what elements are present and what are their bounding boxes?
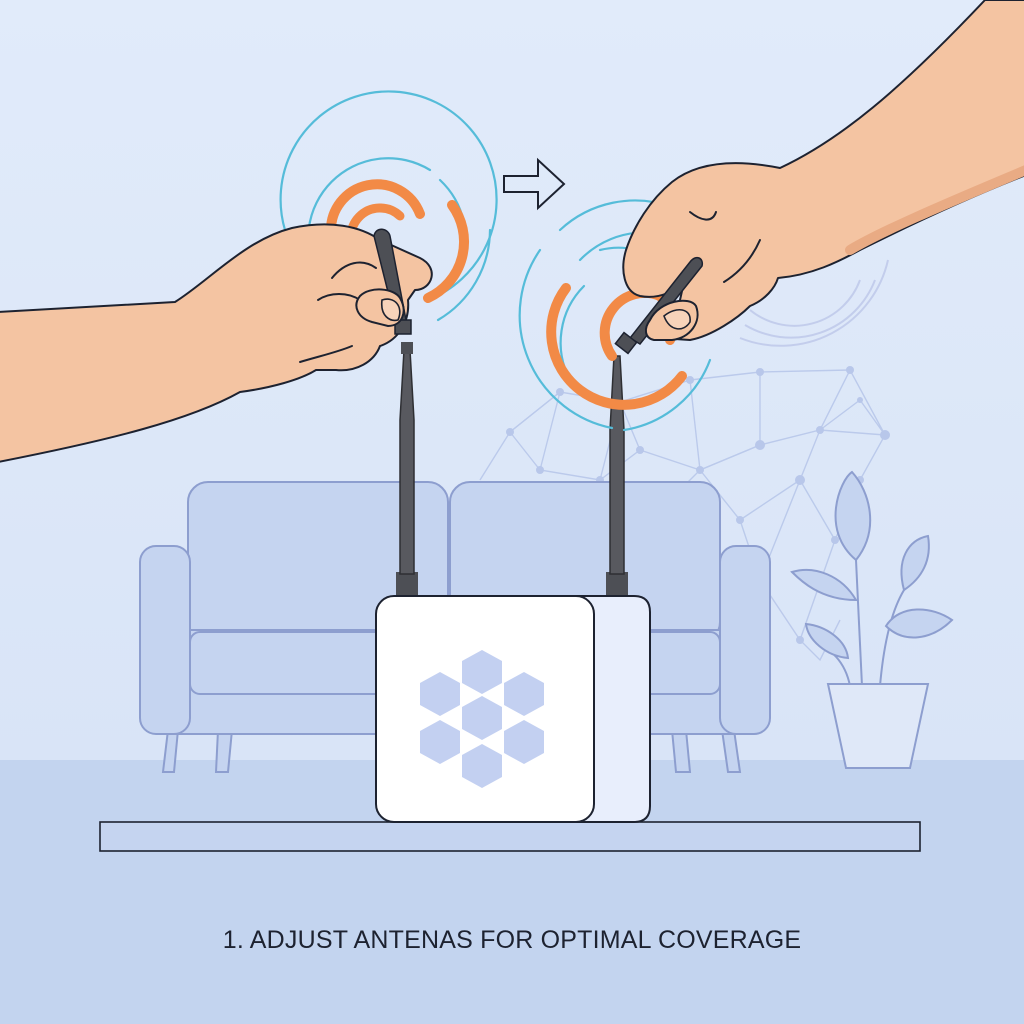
right-thumbnail [663, 309, 691, 330]
hexagon-logo-icon [420, 650, 544, 788]
step-caption: 1. ADJUST ANTENAS FOR OPTIMAL COVERAGE [222, 926, 802, 954]
router [375, 595, 651, 823]
plant-pot [826, 683, 930, 769]
sofa-leg [670, 729, 692, 773]
sofa-leg [214, 729, 234, 773]
sofa-armrest [719, 545, 771, 735]
shelf [99, 821, 921, 852]
right-arrow-icon [503, 157, 566, 211]
sofa-armrest [139, 545, 191, 735]
plant-icon [790, 470, 954, 769]
right-hand [622, 0, 1024, 341]
right-antenna [606, 355, 628, 600]
faint-signal-waves [739, 259, 889, 347]
left-antenna [396, 342, 418, 600]
left-thumbnail [380, 298, 401, 322]
